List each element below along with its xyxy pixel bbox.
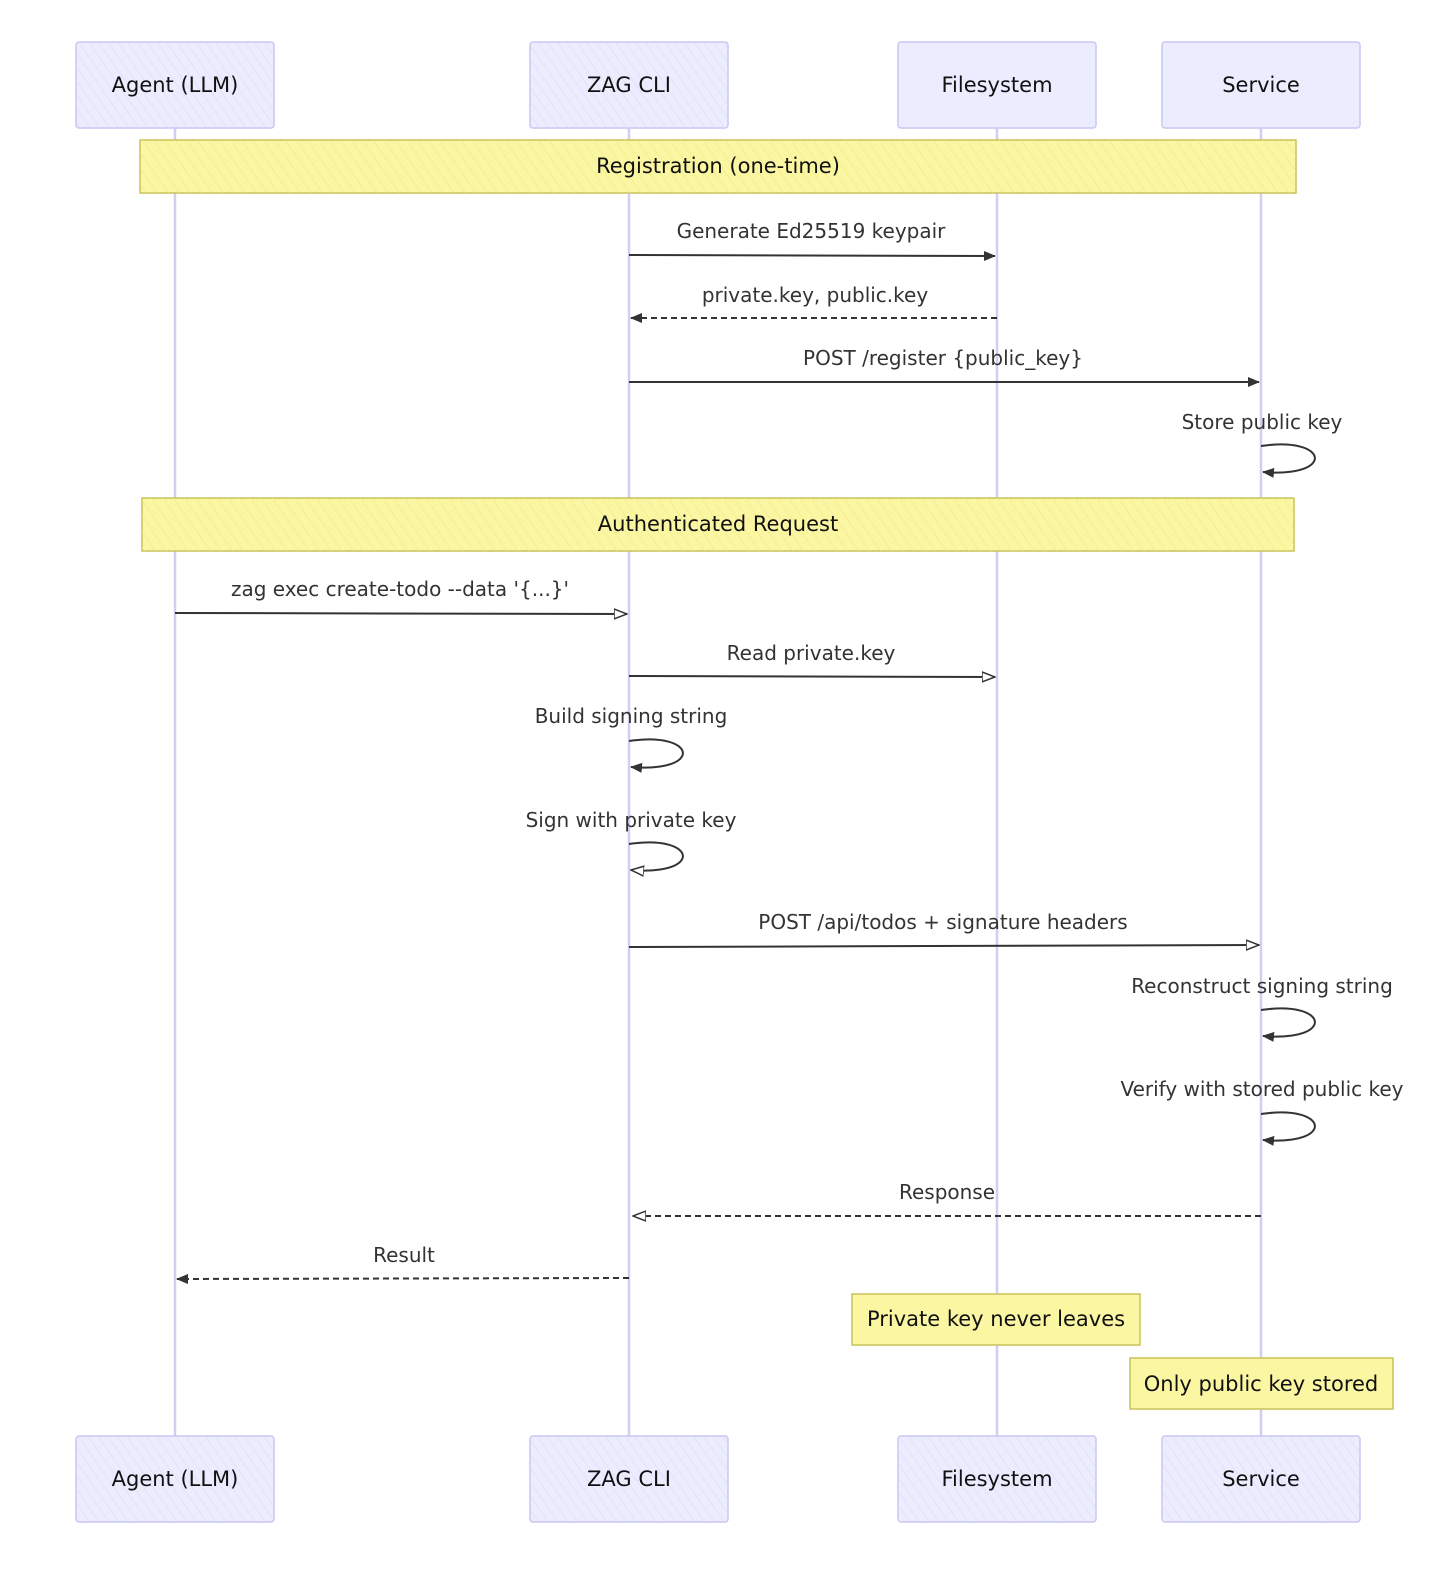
message-build-signing-string: Build signing string — [535, 704, 728, 773]
message-zag-exec: zag exec create-todo --data '{...}' — [174, 577, 627, 614]
actor-label: ZAG CLI — [587, 73, 671, 97]
actor-agent-top: Agent (LLM) — [75, 41, 275, 129]
message-generate-keypair: Generate Ed25519 keypair — [628, 219, 996, 261]
arrow-open — [628, 676, 995, 677]
arrow-dashed — [176, 1273, 630, 1284]
message-store-public-key: Store public key — [1182, 410, 1343, 478]
actor-label: Filesystem — [941, 1467, 1052, 1491]
section-authenticated-request: Authenticated Request — [141, 497, 1295, 552]
messages: Generate Ed25519 keypair private.key, pu… — [174, 219, 1404, 1284]
message-sign-with-private-key: Sign with private key — [526, 808, 737, 871]
self-arrow — [1260, 443, 1316, 478]
note-label: Only public key stored — [1144, 1372, 1379, 1396]
actor-filesystem-top: Filesystem — [897, 41, 1097, 129]
actor-agent-bottom: Agent (LLM) — [75, 1435, 275, 1523]
message-verify-signature: Verify with stored public key — [1120, 1077, 1404, 1146]
actor-label: Agent (LLM) — [112, 73, 239, 97]
message-label: Reconstruct signing string — [1131, 974, 1393, 998]
note-label: Private key never leaves — [867, 1307, 1125, 1331]
message-label: Sign with private key — [526, 808, 737, 832]
section-registration: Registration (one-time) — [139, 139, 1297, 194]
message-label: zag exec create-todo --data '{...}' — [231, 577, 569, 601]
section-label: Authenticated Request — [598, 512, 838, 536]
actor-label: Service — [1222, 73, 1300, 97]
message-keys-return: private.key, public.key — [630, 283, 997, 323]
message-label: private.key, public.key — [702, 283, 929, 307]
section-label: Registration (one-time) — [596, 154, 840, 178]
message-post-api-todos: POST /api/todos + signature headers — [628, 910, 1259, 947]
message-post-register: POST /register {public_key} — [629, 346, 1260, 387]
actor-label: Service — [1222, 1467, 1300, 1491]
arrow-open — [628, 945, 1259, 947]
actor-cli-top: ZAG CLI — [529, 41, 729, 129]
message-label: POST /register {public_key} — [803, 346, 1083, 370]
arrow-open — [174, 613, 627, 614]
actors-top: Agent (LLM) ZAG CLI Filesystem Service — [75, 41, 1361, 129]
actor-service-bottom: Service — [1161, 1435, 1361, 1523]
message-label: POST /api/todos + signature headers — [758, 910, 1127, 934]
message-label: Response — [899, 1180, 995, 1204]
notes: Private key never leaves Only public key… — [851, 1293, 1394, 1410]
self-arrow — [628, 738, 684, 773]
message-reconstruct-signing-string: Reconstruct signing string — [1131, 974, 1393, 1042]
actor-label: Filesystem — [941, 73, 1052, 97]
message-result: Result — [176, 1243, 630, 1284]
lifelines — [173, 128, 1263, 1436]
message-label: Generate Ed25519 keypair — [677, 219, 947, 243]
actor-service-top: Service — [1161, 41, 1361, 129]
self-arrow — [628, 841, 684, 870]
message-label: Result — [373, 1243, 435, 1267]
note-public-key-stored: Only public key stored — [1129, 1357, 1394, 1410]
message-response: Response — [633, 1180, 1261, 1216]
arrow-solid — [628, 250, 996, 261]
self-arrow — [1260, 1007, 1316, 1042]
note-private-key: Private key never leaves — [851, 1293, 1141, 1346]
message-label: Build signing string — [535, 704, 728, 728]
actors-bottom: Agent (LLM) ZAG CLI Filesystem Service — [75, 1435, 1361, 1523]
actor-cli-bottom: ZAG CLI — [529, 1435, 729, 1523]
actor-label: Agent (LLM) — [112, 1467, 239, 1491]
actor-label: ZAG CLI — [587, 1467, 671, 1491]
message-label: Store public key — [1182, 410, 1343, 434]
message-label: Verify with stored public key — [1120, 1077, 1403, 1101]
message-label: Read private.key — [727, 641, 896, 665]
actor-filesystem-bottom: Filesystem — [897, 1435, 1097, 1523]
self-arrow — [1260, 1111, 1316, 1146]
message-read-private-key: Read private.key — [628, 641, 995, 677]
